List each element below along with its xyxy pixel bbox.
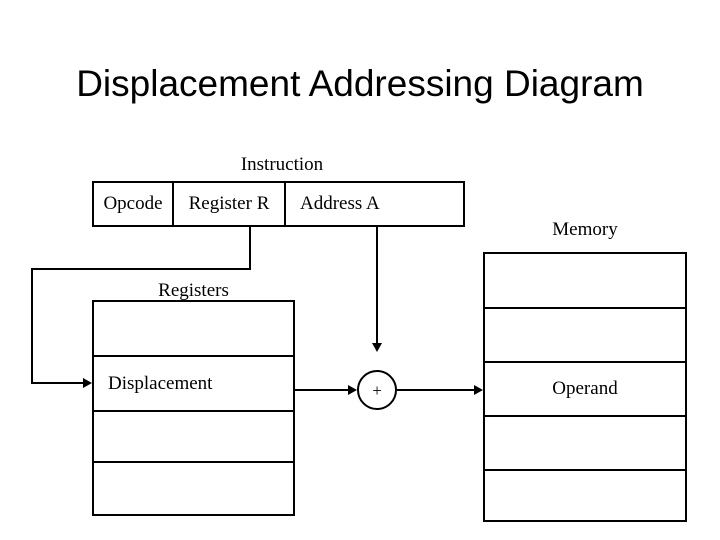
registers-box: Displacement xyxy=(92,300,295,516)
connector-register-r-segment-down xyxy=(249,227,251,270)
connector-adder-to-memory-segment xyxy=(397,389,475,391)
connector-register-r-segment-down2 xyxy=(31,268,33,383)
memory-label: Memory xyxy=(552,219,618,240)
memory-cell-4 xyxy=(485,415,685,469)
instruction-field-opcode: Opcode xyxy=(94,183,172,225)
registers-cell-3 xyxy=(94,410,293,461)
connector-address-a-arrowhead xyxy=(372,343,382,352)
adder-plus-icon: + xyxy=(372,380,382,400)
instruction-label: Instruction xyxy=(240,154,324,175)
memory-cell-1 xyxy=(485,254,685,307)
page-title: Displacement Addressing Diagram xyxy=(76,63,644,104)
instruction-field-register-r: Register R xyxy=(172,183,284,225)
connector-displacement-segment-right xyxy=(295,389,348,391)
instruction-box: Opcode Register R Address A xyxy=(92,181,465,227)
memory-cell-2 xyxy=(485,307,685,361)
instruction-field-address-a: Address A xyxy=(284,183,463,225)
registers-cell-4 xyxy=(94,461,293,514)
memory-cell-5 xyxy=(485,469,685,520)
registers-cell-1 xyxy=(94,302,293,355)
connector-register-r-segment-left xyxy=(31,268,251,270)
connector-adder-to-memory-arrowhead xyxy=(474,385,483,395)
adder-node: + xyxy=(357,370,397,410)
connector-register-r-segment-right xyxy=(31,382,83,384)
registers-cell-displacement: Displacement xyxy=(94,355,293,410)
connector-register-r-arrowhead xyxy=(83,378,92,388)
connector-address-a-segment-down xyxy=(376,227,378,343)
memory-cell-operand: Operand xyxy=(485,361,685,415)
registers-label: Registers xyxy=(158,280,229,301)
memory-box: Operand xyxy=(483,252,687,522)
connector-displacement-arrowhead xyxy=(348,385,357,395)
